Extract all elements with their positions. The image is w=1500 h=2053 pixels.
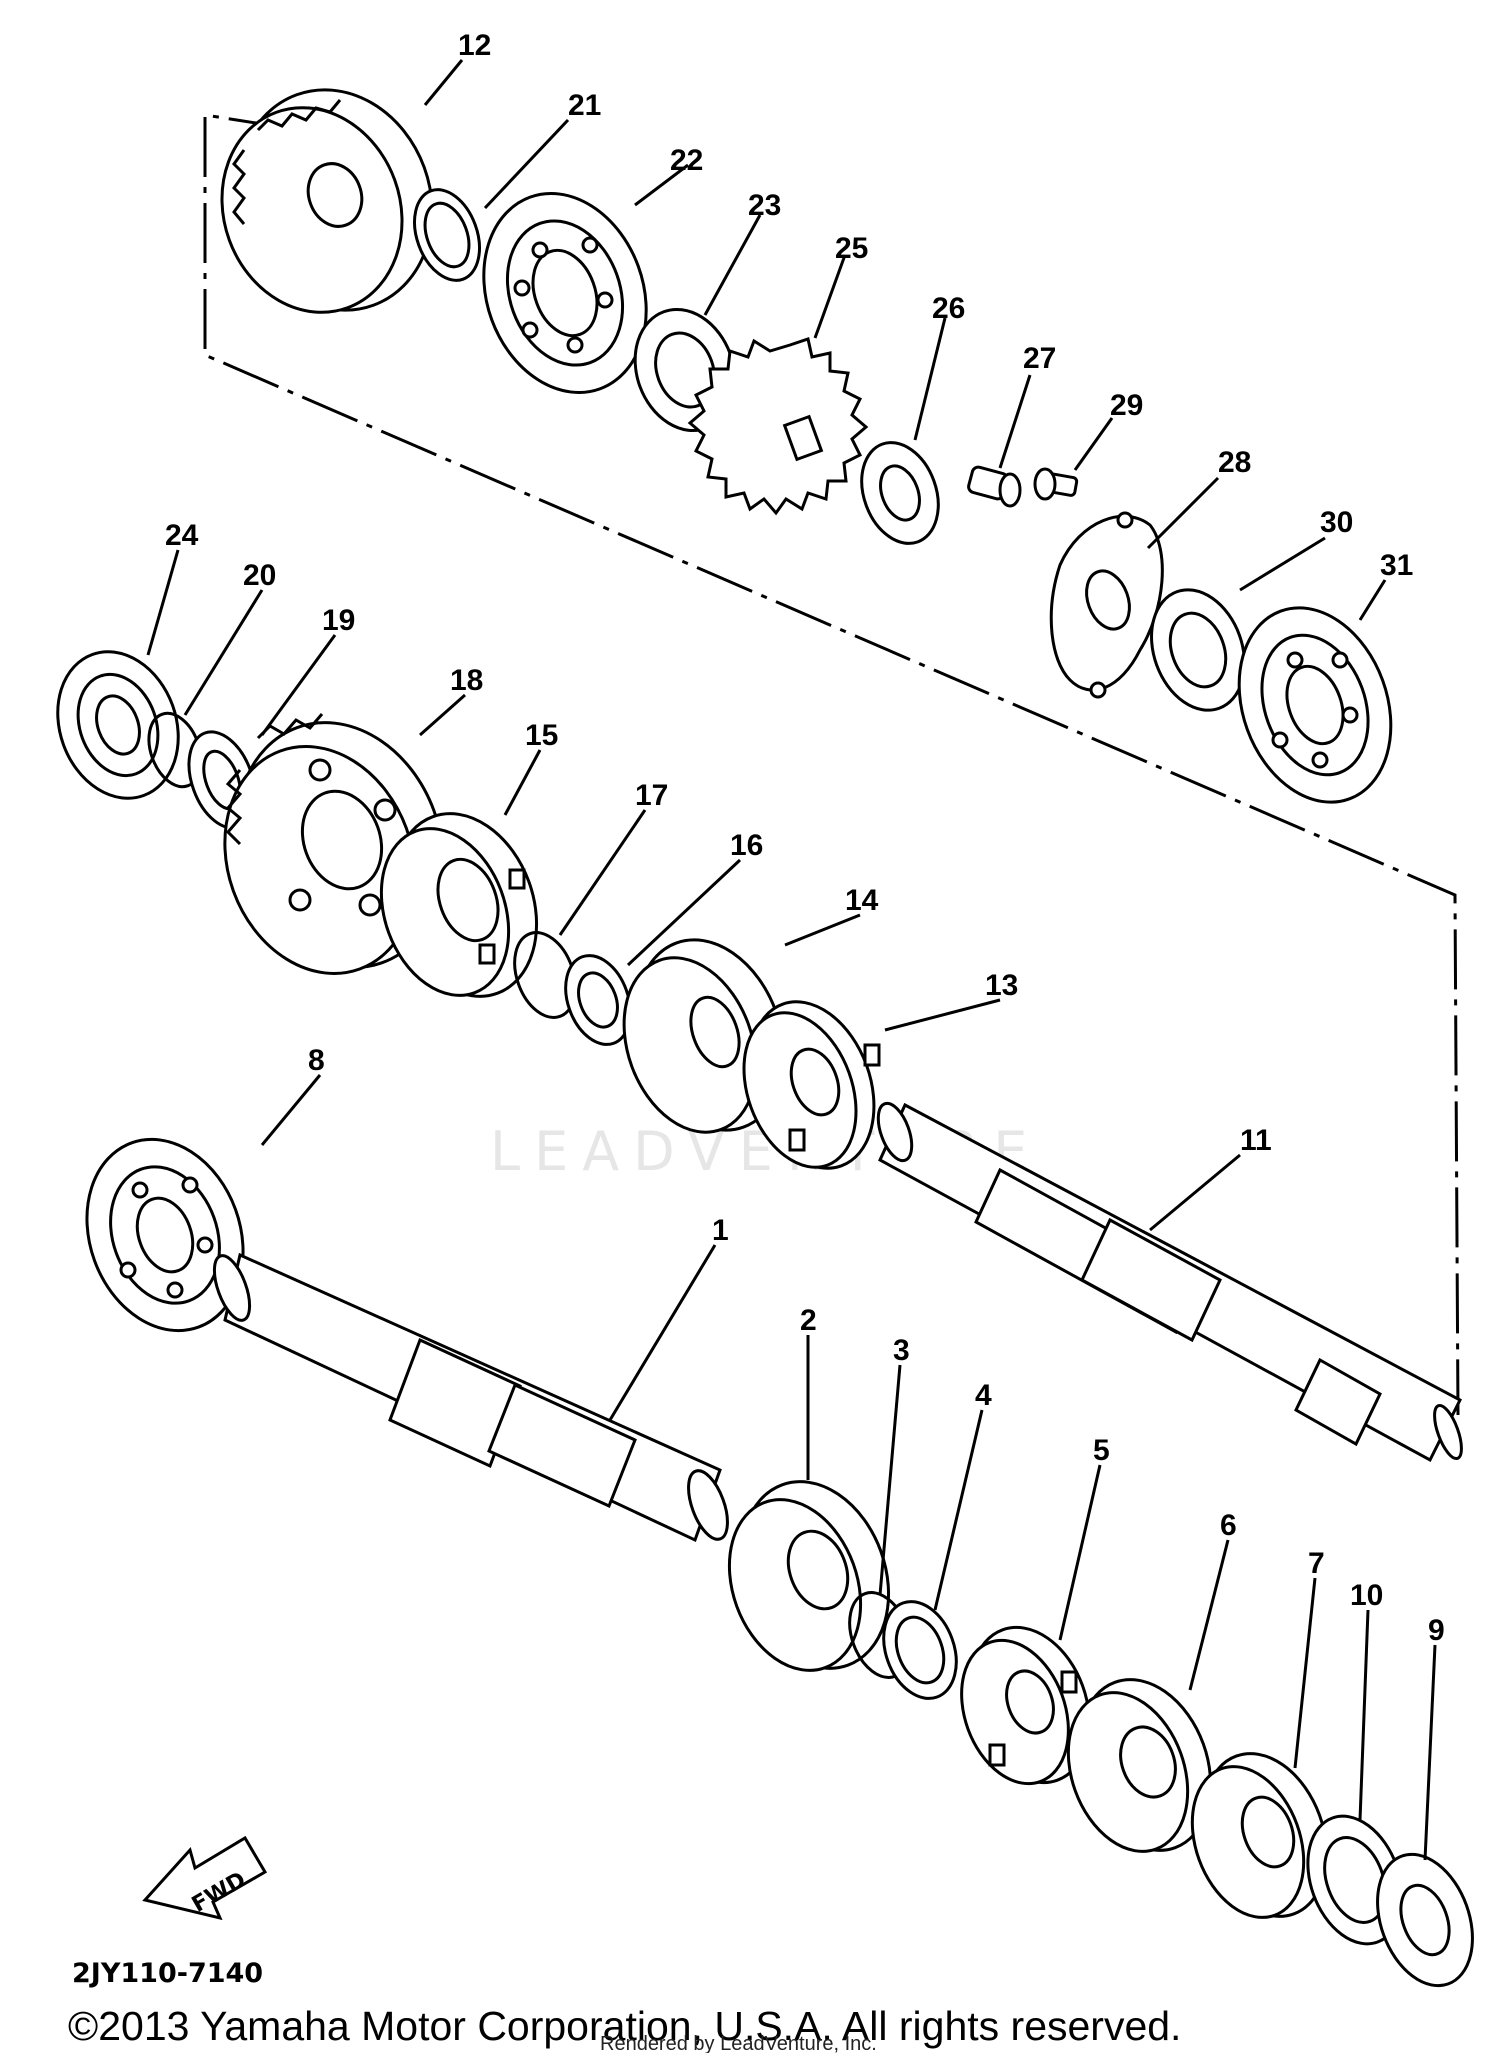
callout-23: 23 — [748, 189, 781, 222]
part-2-gear — [727, 1480, 891, 1672]
part-11-main-shaft — [876, 1101, 1463, 1463]
callout-27: 27 — [1023, 342, 1056, 375]
callout-17: 17 — [635, 779, 668, 812]
callout-1: 1 — [712, 1214, 729, 1247]
callout-8: 8 — [308, 1044, 325, 1077]
callout-6: 6 — [1220, 1509, 1237, 1542]
assembly-outline — [203, 113, 1460, 1416]
callout-26: 26 — [932, 292, 965, 325]
callout-10: 10 — [1350, 1579, 1383, 1612]
part-29-screw — [1033, 467, 1079, 501]
part-31-bearing — [1237, 606, 1393, 804]
callout-21: 21 — [568, 89, 601, 122]
callout-28: 28 — [1218, 446, 1251, 479]
part-8-bearing — [85, 1137, 245, 1333]
part-27-bolt — [967, 465, 1022, 508]
callout-14: 14 — [845, 884, 879, 917]
part-30-oil-seal — [1150, 588, 1246, 712]
part-16-washer — [564, 954, 632, 1046]
callout-13: 13 — [985, 969, 1018, 1002]
copyright-notice: ©2013 Yamaha Motor Corporation, U.S.A. A… — [68, 2003, 1181, 2049]
callout-7: 7 — [1308, 1547, 1325, 1580]
part-15-gear — [379, 812, 539, 998]
part-4-washer — [882, 1600, 958, 1700]
part-9-seal — [1376, 1852, 1474, 1988]
callout-25: 25 — [835, 232, 868, 265]
callout-labels: 12 21 22 23 25 26 27 29 28 30 31 24 20 1… — [165, 29, 1445, 1647]
part-24-bearing — [56, 650, 180, 800]
part-6-gear — [1066, 1678, 1213, 1853]
callout-12: 12 — [458, 29, 491, 62]
part-22-bearing — [482, 192, 648, 394]
callout-5: 5 — [1093, 1434, 1110, 1467]
part-26-lock-washer — [860, 441, 940, 545]
part-12-gear — [220, 88, 434, 314]
diagram-part-code: 2JY110-7140 — [72, 1958, 263, 1989]
part-25-drive-sprocket — [687, 337, 869, 516]
callout-29: 29 — [1110, 389, 1143, 422]
part-5-gear — [960, 1625, 1091, 1786]
part-1-drive-axle — [212, 1252, 729, 1543]
callout-18: 18 — [450, 664, 483, 697]
part-21-collar — [413, 188, 481, 282]
part-7-gear — [1190, 1752, 1329, 1919]
callout-11: 11 — [1240, 1124, 1272, 1157]
leader-lines — [146, 59, 1437, 1861]
callout-30: 30 — [1320, 506, 1353, 539]
part-13-gear — [742, 1000, 881, 1170]
rendered-by-notice: Rendered by LeadVenture, Inc. — [600, 2033, 877, 2053]
callout-16: 16 — [730, 829, 763, 862]
fwd-arrow-icon: FWD — [142, 1835, 268, 1921]
part-28-plate — [1049, 511, 1164, 699]
callout-3: 3 — [893, 1334, 910, 1367]
callout-20: 20 — [243, 559, 276, 592]
callout-2: 2 — [800, 1304, 817, 1337]
callout-24: 24 — [165, 519, 199, 552]
callout-22: 22 — [670, 144, 703, 177]
callout-31: 31 — [1380, 549, 1413, 582]
callout-9: 9 — [1428, 1614, 1445, 1647]
callout-4: 4 — [975, 1379, 992, 1412]
callout-15: 15 — [525, 719, 558, 752]
callout-19: 19 — [322, 604, 355, 637]
